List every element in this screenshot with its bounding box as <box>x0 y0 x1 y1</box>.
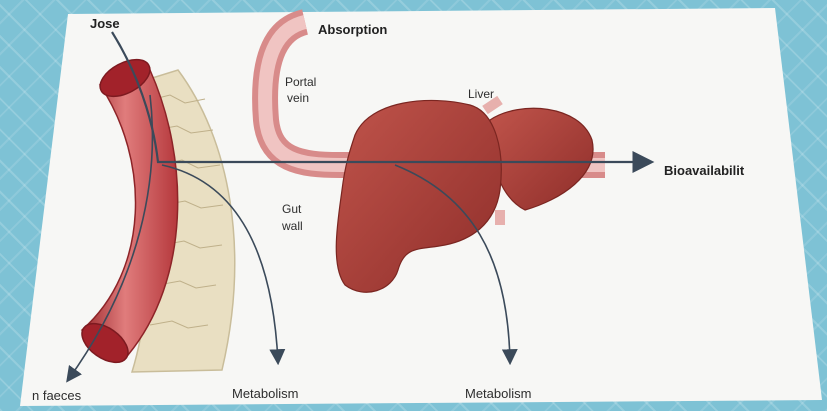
absorption-label: Absorption <box>318 22 387 37</box>
liver-label: Liver <box>468 87 494 101</box>
gut-wall-label-line1: Gut <box>282 202 302 216</box>
dose-label: Jose <box>90 16 120 31</box>
gut-metabolism-label: Metabolism <box>232 386 298 401</box>
portal-vein-label-line1: Portal <box>285 75 316 89</box>
portal-vein-label-line2: vein <box>287 91 309 105</box>
bioavailability-label: Bioavailabilit <box>664 163 745 178</box>
liver-metabolism-label: Metabolism <box>465 386 531 401</box>
gut-wall-label-line2: wall <box>281 219 303 233</box>
faeces-label: n faeces <box>32 388 82 403</box>
